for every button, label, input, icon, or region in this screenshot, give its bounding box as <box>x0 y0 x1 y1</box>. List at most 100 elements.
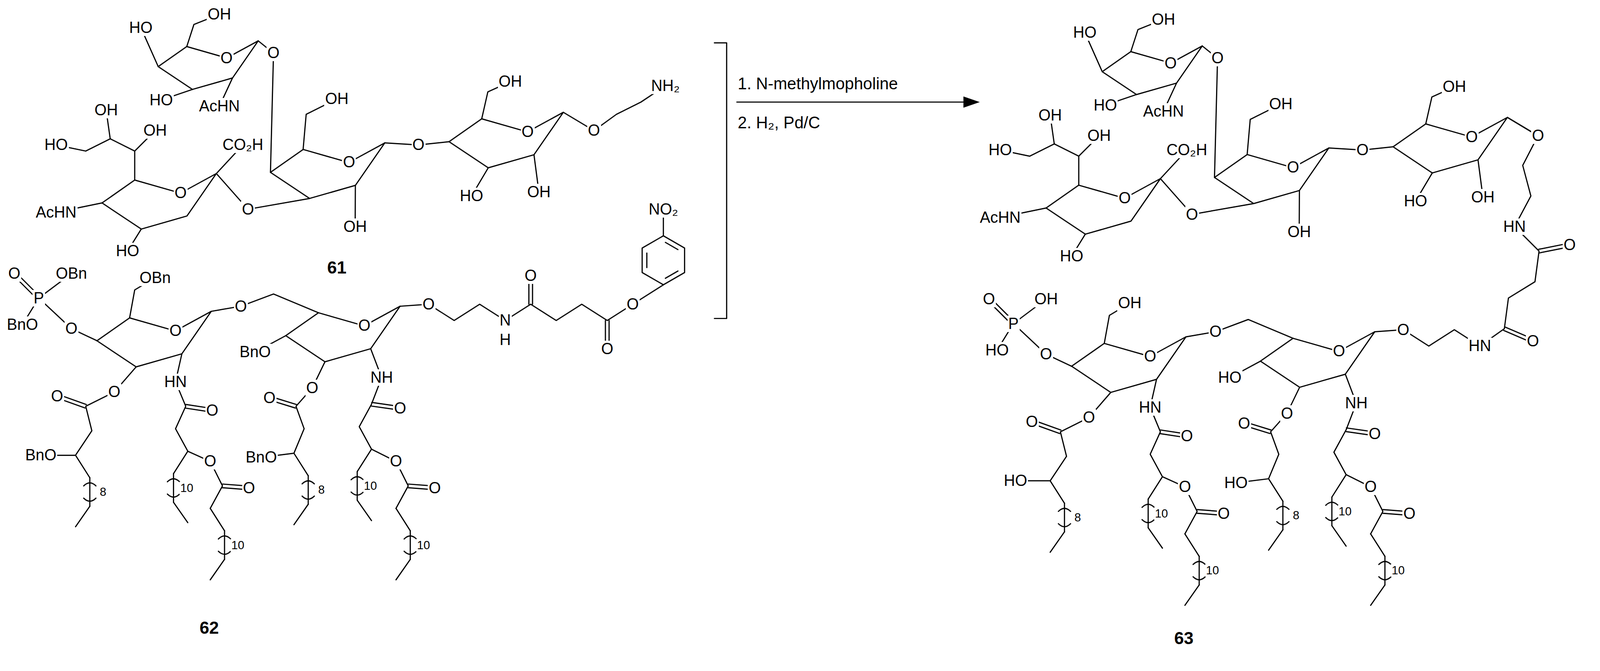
atom-label: AcHN <box>1142 103 1185 120</box>
atom-label: O <box>1332 342 1347 360</box>
repeat-bracket <box>302 480 315 484</box>
atom-label: O <box>262 389 277 407</box>
chemical-bond <box>396 559 411 580</box>
chemical-bond <box>1147 527 1163 549</box>
atom-label: HO <box>1092 97 1118 114</box>
chemical-bond <box>210 508 225 531</box>
chain-subscript: 8 <box>98 485 108 499</box>
atom-label: OH <box>497 73 524 90</box>
chemical-bond <box>270 52 274 173</box>
atom-label: AcHN <box>198 97 241 115</box>
atom-label: HO <box>1402 192 1428 210</box>
chemical-bond <box>1260 331 1375 387</box>
atom-label: O <box>1082 409 1096 426</box>
repeat-bracket <box>1141 504 1155 508</box>
atom-label: OH <box>1470 188 1496 206</box>
chemical-bond <box>1063 503 1066 532</box>
atom-label: HO <box>458 187 485 205</box>
chain-subscript: 10 <box>179 481 195 495</box>
chemical-bond <box>1046 178 1161 235</box>
atom-label: O <box>1531 127 1545 144</box>
chemical-bond <box>1186 319 1294 339</box>
chain-subscript: 10 <box>416 538 431 552</box>
chain-subscript: 8 <box>317 483 326 497</box>
chemical-bond <box>1268 478 1283 501</box>
atom-label: O <box>1216 505 1231 522</box>
atom-label: O <box>7 265 22 282</box>
chemical-bond <box>400 284 664 321</box>
repeat-bracket <box>1325 517 1338 521</box>
atom-label: N <box>498 312 512 329</box>
chemical-bond <box>1333 373 1383 534</box>
chemical-bond <box>359 348 409 508</box>
atom-label: O <box>203 452 218 470</box>
chemical-bond <box>173 502 188 523</box>
repeat-bracket <box>1276 521 1289 525</box>
atom-label: BnO <box>6 316 40 333</box>
atom-label: NH₂ <box>650 77 681 95</box>
chemical-bond <box>448 112 564 168</box>
chemical-bond <box>1384 556 1386 585</box>
atom-label: OH <box>342 218 368 235</box>
repeat-bracket <box>83 497 96 501</box>
atom-label: OH <box>1441 78 1467 95</box>
chain-subscript: 10 <box>1205 564 1220 577</box>
atom-label: OH <box>1033 290 1059 308</box>
repeat-bracket <box>351 476 364 480</box>
atom-label: O <box>1396 321 1411 339</box>
atom-label: O <box>625 295 640 313</box>
atom-label: O <box>341 153 356 171</box>
chemical-bond <box>356 471 358 501</box>
repeat-bracket <box>167 478 180 482</box>
atom-label: HO <box>1059 247 1085 265</box>
atom-label: OH <box>526 183 552 201</box>
chemical-bond <box>285 306 400 362</box>
atom-label: O <box>1208 323 1223 340</box>
chemical-bond <box>1050 531 1065 553</box>
atom-label: OH <box>1268 95 1294 113</box>
chain-subscript: 10 <box>1337 504 1353 518</box>
bond-layer <box>13 14 1571 606</box>
atom-label: NO₂ <box>647 201 680 218</box>
chemical-bond <box>1015 392 1111 481</box>
repeat-bracket <box>302 496 315 500</box>
atom-label: HO <box>987 141 1013 159</box>
atom-label: OH <box>1086 127 1112 144</box>
atom-label: O <box>1143 347 1158 365</box>
chemical-bond <box>1370 533 1386 557</box>
chemical-bond <box>211 293 319 313</box>
atom-label: O <box>389 452 404 470</box>
chemical-bond <box>210 559 225 580</box>
atom-label: O <box>266 44 281 62</box>
chemical-bond <box>1198 556 1200 585</box>
atom-label: O <box>1402 505 1417 522</box>
chemical-bond <box>40 366 137 456</box>
reaction-arrow <box>736 101 968 103</box>
atom-label: O <box>520 123 535 140</box>
chemical-bond <box>97 311 212 367</box>
chemical-bond <box>247 198 310 210</box>
atom-label: OH <box>142 122 168 139</box>
repeat-bracket <box>1141 519 1155 523</box>
chemical-bond <box>357 500 372 521</box>
chemical-bond <box>89 477 91 507</box>
chain-subscript: 10 <box>1390 564 1406 577</box>
chemical-bond <box>646 253 648 268</box>
atom-label: OH <box>1037 107 1063 124</box>
reagent-text: 2. H₂, Pd/C <box>736 113 821 132</box>
atom-label: HO <box>128 19 154 36</box>
reagent-text: 1. N-methylmopholine <box>736 74 899 93</box>
atom-label: O <box>64 320 79 337</box>
atom-label: HO <box>1002 472 1028 489</box>
atom-label: O <box>1525 332 1540 350</box>
atom-label: O <box>1367 425 1382 443</box>
atom-label: O <box>1039 345 1054 363</box>
chemical-bond <box>1102 45 1203 95</box>
repeat-bracket <box>83 482 96 486</box>
atom-label: HO <box>114 242 140 260</box>
chemical-bond <box>293 504 309 525</box>
atom-label: O <box>982 290 996 308</box>
chemical-bond <box>224 530 226 560</box>
atom-label: CO₂H <box>1165 141 1209 159</box>
